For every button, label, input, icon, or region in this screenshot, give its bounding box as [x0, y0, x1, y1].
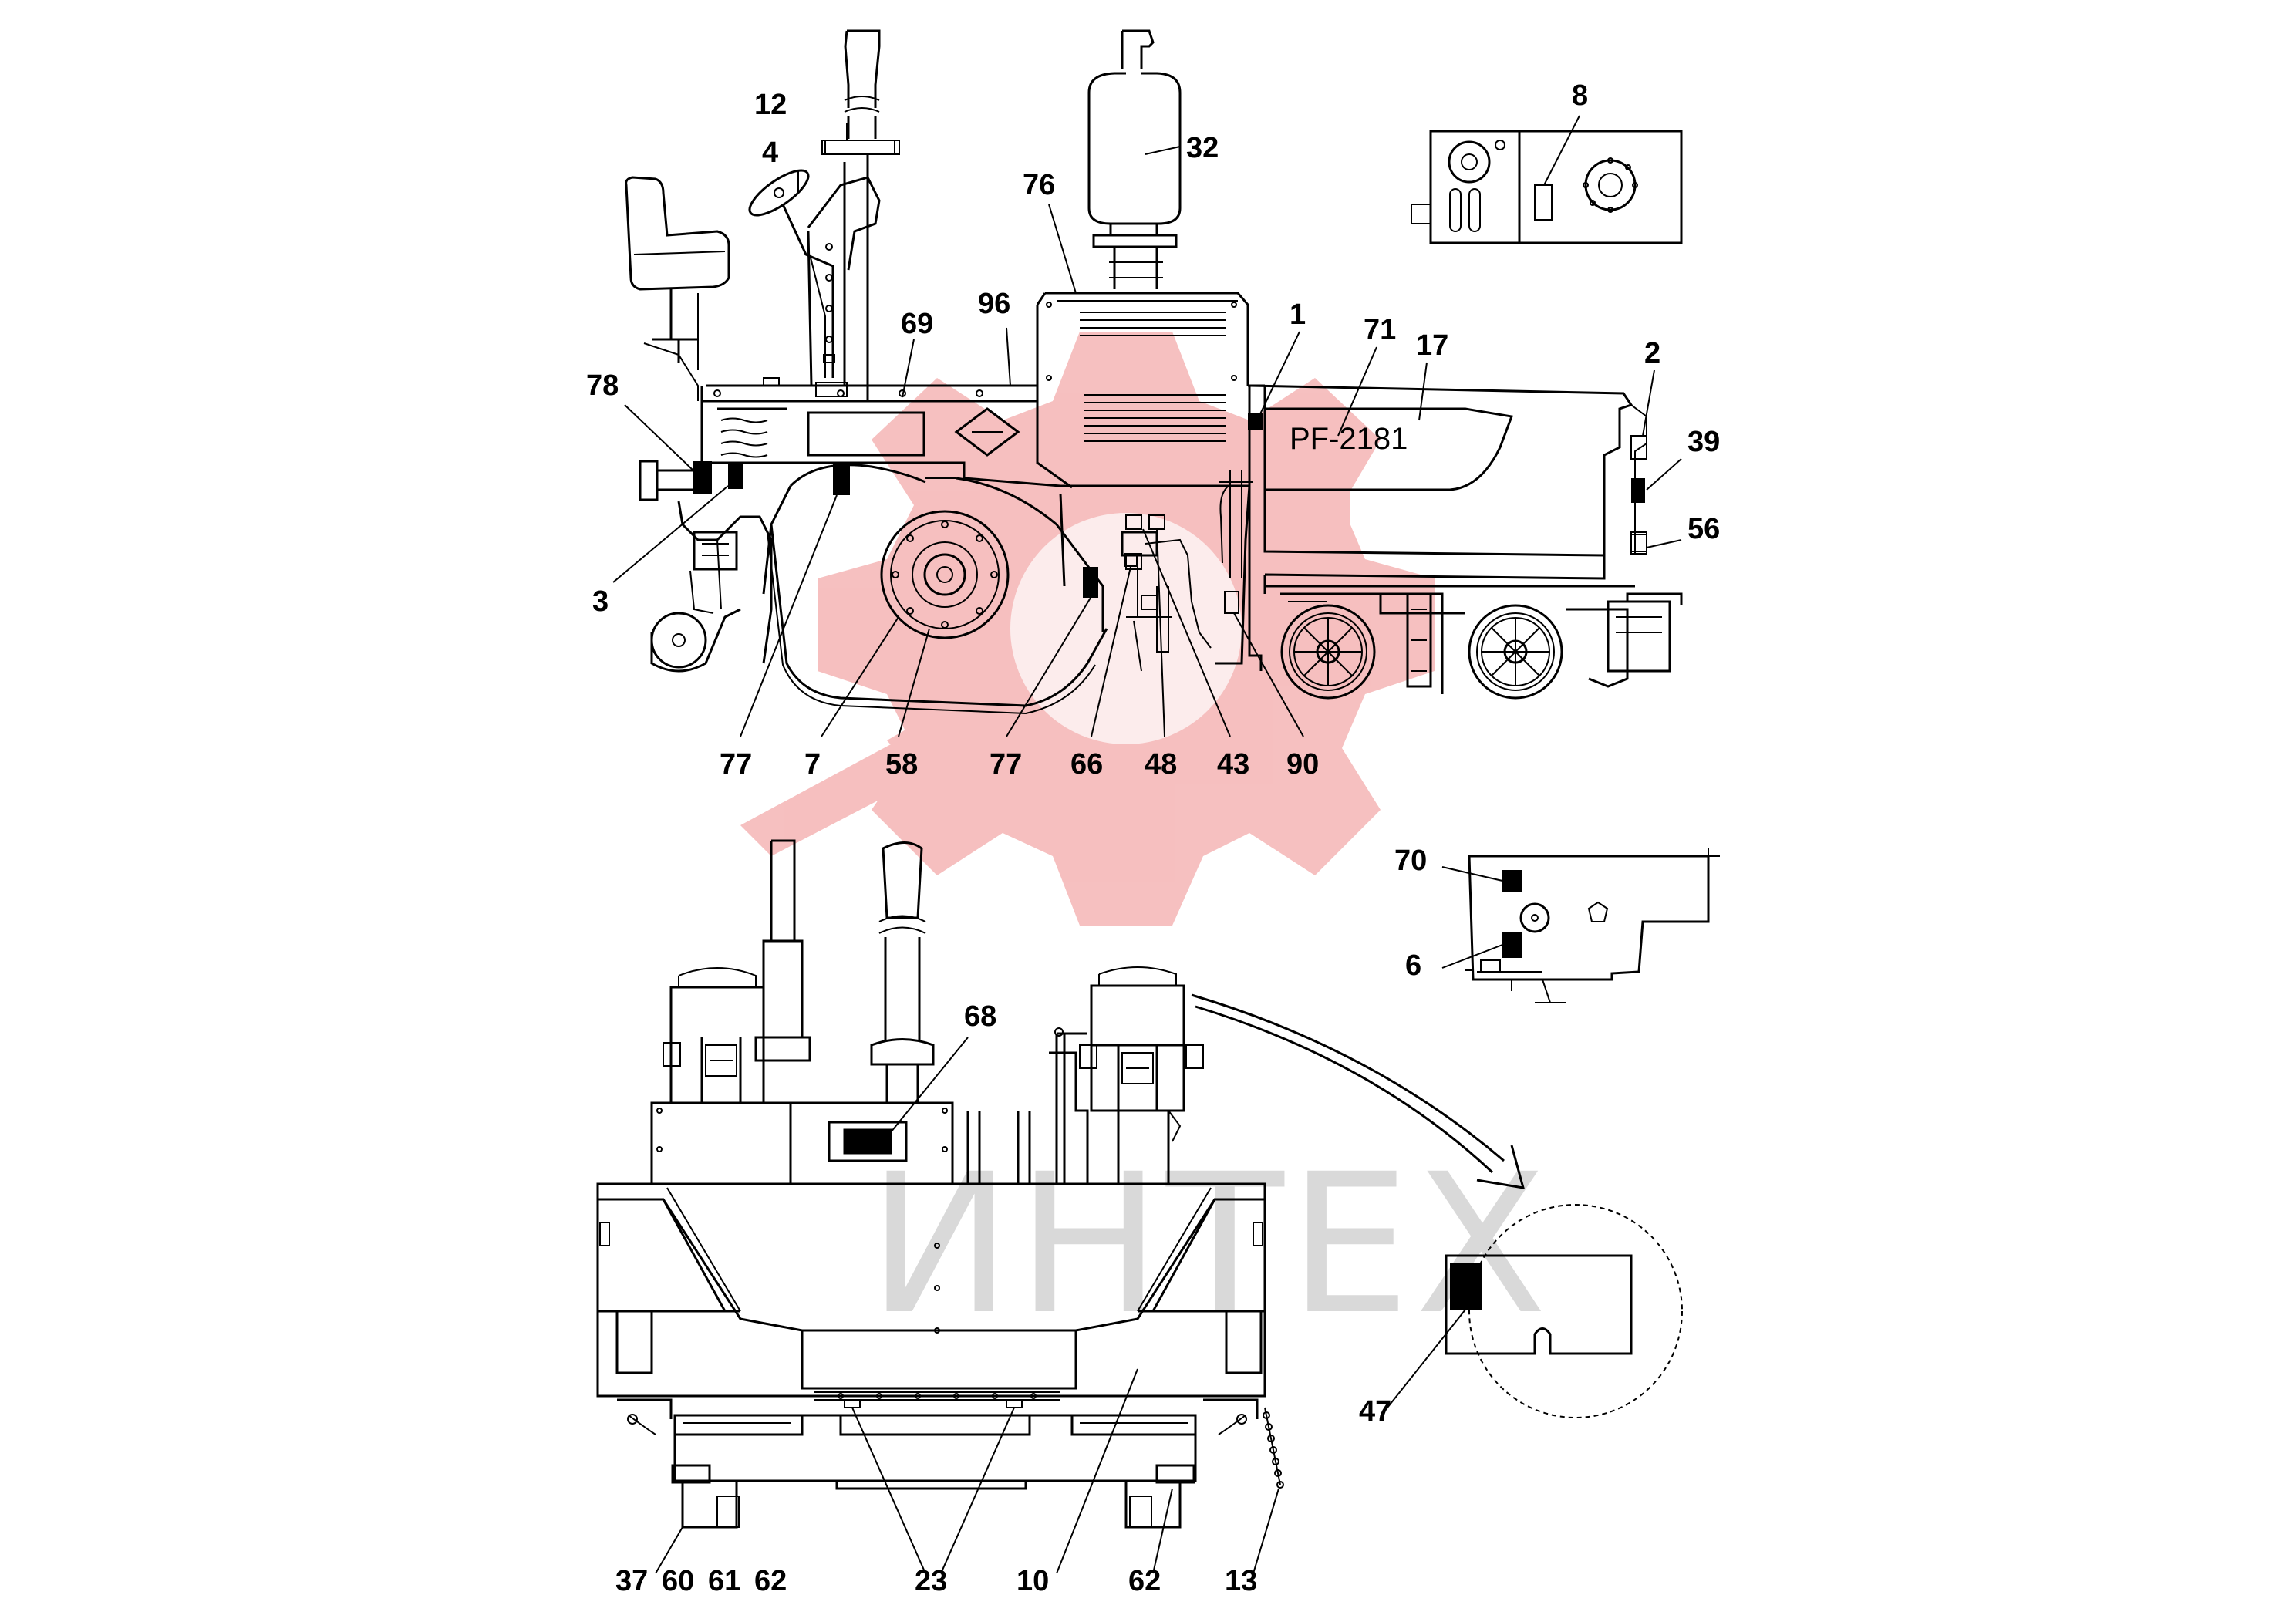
decal-1: [1248, 413, 1263, 430]
callout-62-b: 62: [1128, 1565, 1161, 1597]
callout-39: 39: [1687, 426, 1720, 458]
callout-71: 71: [1364, 314, 1396, 346]
callout-12: 12: [754, 89, 787, 121]
steering-wheel: [748, 169, 834, 378]
decal-8: [1534, 184, 1553, 221]
rear-suspension: [1280, 592, 1683, 694]
callout-47: 47: [1359, 1395, 1391, 1428]
callout-90: 90: [1286, 748, 1319, 781]
callout-17: 17: [1416, 329, 1448, 362]
leader-lines: [612, 115, 1682, 1574]
callout-58: 58: [885, 748, 918, 781]
callout-77-a: 77: [720, 748, 752, 781]
callout-labels: 12 4 32 76 96 69 1 71 17 2 39 56 78 3 77…: [586, 79, 1720, 1597]
decal-77-lower: [1083, 567, 1098, 598]
exhaust-pipe-rear: [807, 29, 900, 401]
callout-68: 68: [964, 1000, 996, 1033]
callout-69: 69: [901, 308, 933, 340]
callout-1: 1: [1290, 298, 1306, 331]
callout-32: 32: [1186, 132, 1219, 164]
decal-23-right: [1006, 1399, 1023, 1408]
decal-43: [1125, 514, 1142, 530]
rear-wheel-left: [1280, 604, 1376, 700]
decal-77-upper: [833, 464, 850, 495]
decal-68: [843, 1128, 892, 1155]
front-view: [596, 839, 1284, 1529]
callout-70: 70: [1394, 845, 1427, 877]
callout-3: 3: [592, 585, 609, 618]
hydraulic-fittings: [1121, 531, 1212, 672]
callout-78: 78: [586, 369, 619, 402]
decal-70: [1502, 870, 1522, 892]
callout-43: 43: [1217, 748, 1249, 781]
callout-37: 37: [615, 1565, 648, 1597]
callout-60: 60: [662, 1565, 694, 1597]
callout-7: 7: [804, 748, 821, 781]
callout-4: 4: [762, 137, 778, 169]
decal-6: [1502, 932, 1522, 958]
watermark-text: ИНТЕХ: [868, 1132, 1552, 1357]
callout-2: 2: [1644, 337, 1660, 369]
callout-62-a: 62: [754, 1565, 787, 1597]
decal-90: [1224, 591, 1239, 614]
callout-8: 8: [1572, 79, 1588, 112]
engine-hood: [1036, 292, 1249, 442]
decal-47: [1450, 1263, 1482, 1310]
decal-66: [1124, 553, 1138, 567]
detail-arrow: [1191, 993, 1526, 1189]
callout-76: 76: [1023, 169, 1055, 201]
callout-48: 48: [1145, 748, 1177, 781]
operator-seat: [625, 176, 730, 401]
decal-2: [1630, 435, 1647, 460]
callout-13: 13: [1225, 1565, 1257, 1597]
rear-wheel-right: [1468, 604, 1563, 700]
model-text: PF-2181: [1290, 422, 1408, 456]
decal-56: [1630, 534, 1647, 555]
callout-23: 23: [915, 1565, 947, 1597]
inset-panel-70-6: [1465, 848, 1720, 1003]
inset-detail-47: [1445, 1204, 1683, 1418]
callout-77-b: 77: [990, 748, 1022, 781]
muffler: [1087, 29, 1182, 289]
callout-66: 66: [1070, 748, 1103, 781]
drive-wheel: [880, 510, 1010, 639]
callout-61: 61: [708, 1565, 740, 1597]
decal-23-left: [844, 1399, 861, 1408]
decal-78-left: [693, 461, 712, 494]
inset-panel-8: [1411, 130, 1683, 244]
callout-56: 56: [1687, 513, 1720, 545]
decal-3: [728, 464, 743, 489]
callout-96: 96: [978, 288, 1010, 320]
callout-10: 10: [1017, 1565, 1049, 1597]
callout-6: 6: [1405, 949, 1421, 982]
decal-39: [1631, 478, 1645, 503]
